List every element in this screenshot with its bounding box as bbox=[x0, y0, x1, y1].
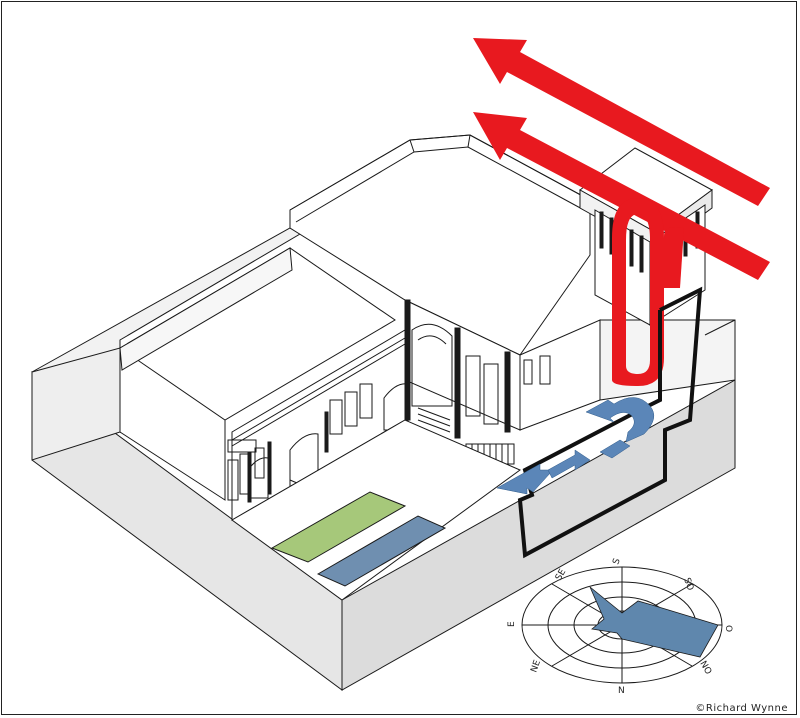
courtyard bbox=[231, 419, 521, 601]
wind-frequency-polygon bbox=[589, 586, 719, 658]
image-credit: ©Richard Wynne bbox=[695, 703, 788, 714]
hot-air-flow bbox=[473, 38, 770, 386]
cool-air-arrow-3 bbox=[599, 439, 631, 459]
hot-air-updraft-duct bbox=[612, 198, 664, 386]
rose-label-southwest: SO bbox=[681, 577, 695, 592]
rose-label-east: E bbox=[507, 621, 517, 627]
garden-bed bbox=[270, 491, 407, 563]
hot-air-arrow-upper bbox=[473, 38, 770, 206]
wind-rose: S SO O NO N NE E SE bbox=[507, 557, 733, 696]
main-hall-block bbox=[289, 134, 736, 431]
rose-label-west: O bbox=[723, 625, 733, 632]
rose-label-north: N bbox=[618, 686, 625, 696]
house-outer-walls bbox=[31, 227, 736, 691]
rose-label-northwest: NO bbox=[697, 660, 713, 677]
cool-air-arrow-2 bbox=[547, 449, 591, 479]
cool-air-arrow-1 bbox=[496, 463, 554, 495]
rose-label-northeast: NE bbox=[529, 659, 543, 674]
cool-air-flow bbox=[496, 397, 655, 495]
rose-label-southeast: SE bbox=[554, 567, 569, 582]
rose-label-south: S bbox=[611, 557, 622, 566]
reflecting-pool bbox=[316, 515, 447, 587]
hot-air-arrow-lower bbox=[473, 112, 770, 280]
cool-air-curve-arrow bbox=[585, 397, 655, 443]
